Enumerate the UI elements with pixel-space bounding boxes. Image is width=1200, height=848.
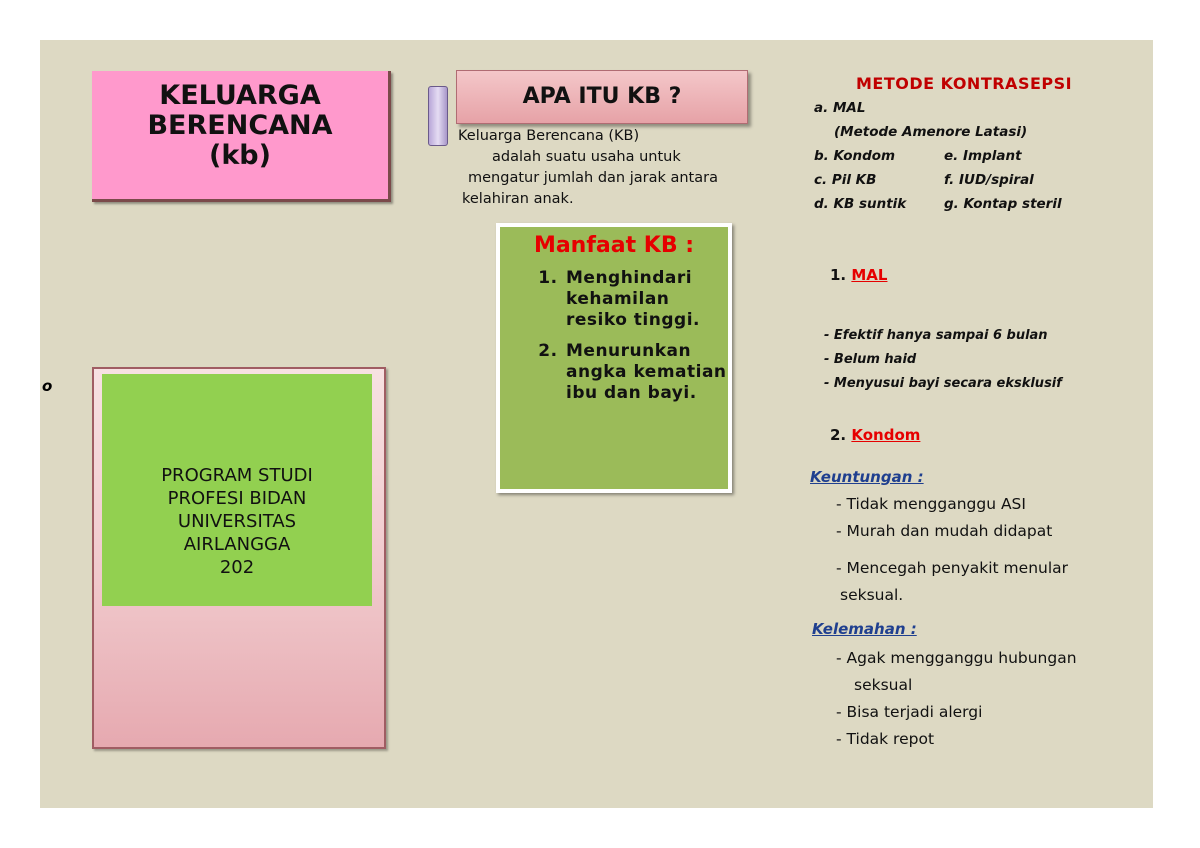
metode-d: d. KB suntik [814, 196, 907, 212]
program-line-1: PROGRAM STUDI [161, 465, 313, 486]
kelemahan-3: - Tidak repot [836, 730, 935, 748]
kelemahan-2: - Bisa terjadi alergi [836, 703, 983, 721]
keuntungan-3-cont: seksual. [840, 586, 904, 604]
kondom-heading: 2. Kondom [830, 426, 920, 444]
metode-list: a. MAL (Metode Amenore Latasi) b. Kondom… [814, 96, 1062, 216]
title-line-1: KELUARGA [159, 80, 321, 111]
metode-a: a. MAL [814, 100, 866, 116]
keuntungan-list: - Tidak mengganggu ASI - Murah dan mudah… [836, 491, 1068, 609]
kb-definition-line-1: Keluarga Berencana (KB) [458, 128, 640, 144]
kondom-link[interactable]: Kondom [851, 426, 921, 444]
title-line-3: (kb) [209, 140, 271, 171]
keuntungan-1: - Tidak mengganggu ASI [836, 495, 1026, 513]
metode-g: g. Kontap steril [944, 196, 1062, 212]
leaflet-page: KELUARGA BERENCANA (kb) o PROGRAM STUDI … [40, 40, 1153, 808]
mal-points: - Efektif hanya sampai 6 bulan - Belum h… [824, 324, 1062, 396]
stray-mark: o [42, 377, 53, 395]
kelemahan-1-cont: seksual [854, 676, 913, 694]
mal-heading: 1. MAL [830, 266, 887, 284]
keuntungan-3: - Mencegah penyakit menular [836, 559, 1069, 577]
metode-e: e. Implant [944, 148, 1022, 164]
metode-row-be: b. Kondom e. Implant [814, 144, 1062, 168]
kb-definition-line-4: kelahiran anak. [462, 191, 574, 207]
metode-c: c. Pil KB [814, 172, 877, 188]
kondom-number: 2. [830, 426, 847, 444]
kb-definition-line-3: mengatur jumlah dan jarak antara [468, 170, 718, 186]
apa-itu-kb-heading: APA ITU KB ? [522, 84, 682, 109]
metode-a-sub: (Metode Amenore Latasi) [834, 124, 1028, 140]
keuntungan-heading: Keuntungan : [810, 468, 924, 486]
program-line-3: UNIVERSITAS [177, 511, 297, 532]
program-line-4: AIRLANGGA [183, 534, 291, 555]
metode-row-cf: c. Pil KB f. IUD/spiral [814, 168, 1062, 192]
manfaat-box: Manfaat KB : Menghindari kehamilan resik… [496, 223, 732, 493]
program-line-2: PROFESI BIDAN [167, 488, 307, 509]
mal-point-3: - Menyusui bayi secara eksklusif [824, 376, 1062, 391]
mal-point-1: - Efektif hanya sampai 6 bulan [824, 328, 1048, 343]
kb-definition: Keluarga Berencana (KB) adalah suatu usa… [458, 126, 768, 210]
mal-link[interactable]: MAL [851, 266, 888, 284]
title-line-2: BERENCANA [147, 110, 333, 141]
kelemahan-list: - Agak mengganggu hubungan seksual - Bis… [836, 645, 1077, 753]
title-text: KELUARGA BERENCANA (kb) [92, 71, 388, 171]
keuntungan-2: - Murah dan mudah didapat [836, 522, 1053, 540]
metode-row-dg: d. KB suntik g. Kontap steril [814, 192, 1062, 216]
title-box: KELUARGA BERENCANA (kb) [92, 71, 391, 202]
manfaat-item-2: Menurunkan angka kematian ibu dan bayi. [564, 341, 728, 404]
kelemahan-heading: Kelemahan : [812, 620, 917, 638]
apa-itu-kb-banner: APA ITU KB ? [456, 70, 748, 124]
manfaat-item-1: Menghindari kehamilan resiko tinggi. [564, 268, 728, 331]
program-line-5: 202 [219, 557, 255, 578]
program-box: PROGRAM STUDI PROFESI BIDAN UNIVERSITAS … [102, 374, 372, 606]
scroll-ornament [428, 86, 448, 146]
metode-f: f. IUD/spiral [944, 172, 1034, 188]
manfaat-heading: Manfaat KB : [533, 233, 695, 258]
mal-point-2: - Belum haid [824, 352, 917, 367]
mal-number: 1. [830, 266, 847, 284]
metode-b: b. Kondom [814, 148, 896, 164]
manfaat-list: Menghindari kehamilan resiko tinggi. Men… [500, 268, 728, 404]
kelemahan-1: - Agak mengganggu hubungan [836, 649, 1077, 667]
program-text: PROGRAM STUDI PROFESI BIDAN UNIVERSITAS … [102, 374, 372, 579]
kb-definition-line-2: adalah suatu usaha untuk [492, 149, 681, 165]
metode-heading: METODE KONTRASEPSI [856, 74, 1073, 93]
